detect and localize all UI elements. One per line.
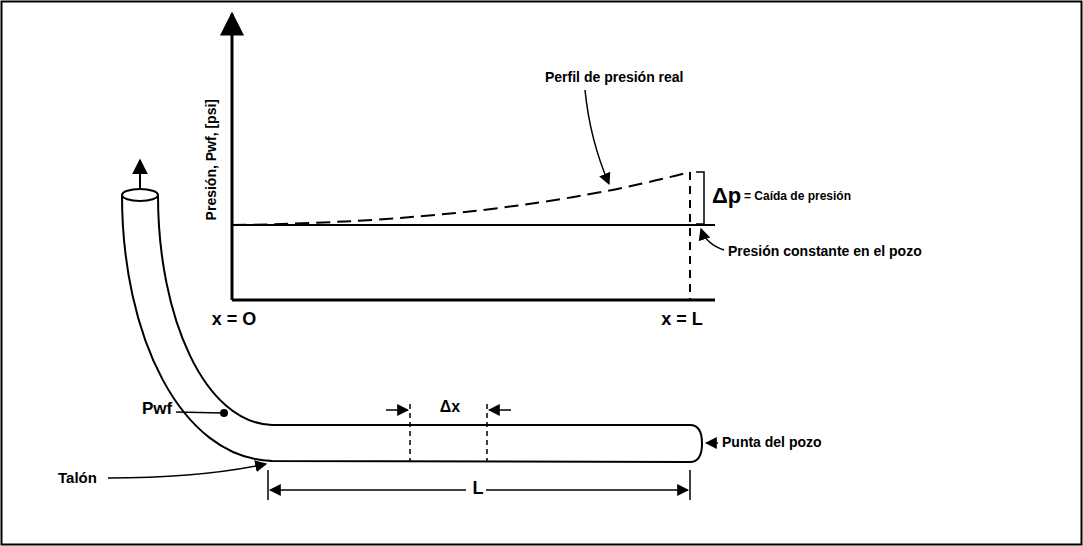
dimension-tick	[689, 470, 691, 500]
segment-label: Δx	[438, 398, 462, 416]
leader-line	[585, 90, 609, 184]
dimension-arrow	[489, 409, 511, 411]
axis-label: Presión, Pwf, [psi]	[204, 99, 219, 220]
pipe-tip	[690, 425, 702, 462]
x-axis	[232, 299, 715, 302]
length-label: L	[471, 479, 486, 499]
delta-p-label: = Caída de presión	[744, 190, 851, 203]
tip-label: Punta del pozo	[722, 435, 822, 450]
constant-pressure-line	[232, 224, 715, 226]
pressure-point	[220, 409, 228, 417]
dimension-line	[270, 489, 466, 491]
axis-tick-label: x = L	[659, 310, 705, 330]
leader-line	[701, 229, 724, 250]
dimension-line	[486, 489, 688, 491]
segment-bound	[409, 404, 411, 462]
delta-p-bracket	[696, 172, 704, 224]
heel-label: Talón	[58, 470, 97, 487]
leader-line	[706, 442, 718, 444]
pipe-inner-wall	[158, 195, 690, 425]
delta-p-symbol: Δp	[712, 184, 741, 208]
x-l-marker	[689, 172, 691, 300]
pressure-label: Pwf	[142, 400, 172, 419]
leader-line	[108, 464, 266, 478]
constant-label: Presión constante en el pozo	[728, 244, 922, 259]
flow-arrow	[139, 160, 141, 188]
axis-tick-label: x = O	[210, 310, 259, 330]
dimension-tick	[267, 470, 269, 500]
dimension-arrow	[386, 409, 408, 411]
real-pressure-profile	[232, 172, 690, 225]
pipe-top	[122, 189, 158, 201]
leader-line	[176, 412, 222, 413]
pipe-outer-wall	[122, 195, 690, 462]
y-axis	[231, 14, 234, 300]
curve-label: Perfil de presión real	[545, 70, 684, 85]
segment-bound	[486, 404, 488, 462]
